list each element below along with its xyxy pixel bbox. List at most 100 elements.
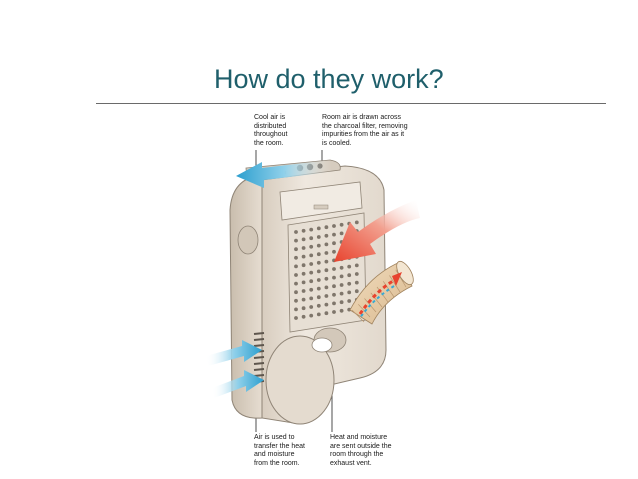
- hose-rib: [358, 304, 371, 318]
- grille-hole: [309, 313, 314, 318]
- side-handle: [237, 225, 259, 255]
- grille-hole: [339, 231, 344, 236]
- grille-hole: [324, 225, 329, 230]
- grille-hole: [332, 224, 336, 228]
- grille-hole: [324, 268, 329, 273]
- grille-hole: [301, 263, 306, 268]
- grille-hole: [309, 305, 314, 309]
- heat-moisture-callout: Heat and moisture are sent outside the r…: [330, 434, 392, 467]
- room-air-callout: Room air is drawn across the charcoal fi…: [322, 114, 408, 147]
- title-divider: [96, 103, 606, 104]
- exhaust-arrowhead: [392, 272, 402, 286]
- intake-arrow-lower: [212, 370, 264, 398]
- grille-hole: [316, 243, 321, 248]
- hose-rib: [351, 309, 365, 323]
- louver-tab: [313, 204, 329, 210]
- intake-arrow-upper: [206, 340, 262, 366]
- grille-hole: [301, 297, 306, 302]
- grille-hole: [354, 289, 359, 294]
- grille-hole: [301, 289, 306, 293]
- grille-hole: [294, 238, 298, 243]
- grille-hole: [294, 264, 298, 269]
- grille-hole: [301, 228, 306, 233]
- top-louver: [279, 181, 363, 221]
- cool-air-out-arrow: [236, 160, 332, 188]
- grille-hole: [309, 270, 314, 275]
- grille-hole: [324, 302, 329, 307]
- grille-hole: [347, 299, 352, 303]
- grille-hole: [339, 300, 344, 305]
- grille-hole: [339, 291, 344, 296]
- grille-hole: [324, 233, 329, 238]
- grille-hole: [339, 274, 344, 279]
- cool-air-callout: Cool air is distributed throughout the r…: [254, 114, 288, 147]
- grille-hole: [301, 237, 306, 242]
- grille-hole: [294, 255, 298, 260]
- grille-hole: [324, 276, 329, 281]
- grille-hole: [294, 247, 298, 252]
- grille-hole: [301, 306, 306, 311]
- grille-hole: [354, 272, 359, 276]
- grille-hole: [316, 252, 321, 257]
- vent-slot: [253, 356, 265, 359]
- grille-hole: [347, 264, 352, 269]
- grille-hole: [294, 316, 298, 320]
- grille-hole: [332, 284, 336, 289]
- grille-hole: [316, 286, 321, 291]
- grille-hole: [309, 262, 314, 266]
- grille-hole: [309, 296, 314, 301]
- grille-hole: [332, 249, 336, 254]
- grille-hole: [324, 242, 329, 247]
- grille-hole: [294, 307, 298, 312]
- grille-hole: [301, 280, 306, 285]
- grille-hole: [316, 295, 321, 300]
- vent-slot: [253, 344, 265, 347]
- grille-hole: [294, 281, 298, 286]
- room-air-arrow: [334, 200, 420, 262]
- vent-slot: [253, 368, 265, 371]
- vent-slot: [253, 332, 265, 335]
- grille-hole: [324, 251, 329, 255]
- grille-hole: [301, 314, 306, 319]
- grille-hole: [347, 281, 352, 286]
- grille-hole: [294, 230, 298, 234]
- hose-rib: [370, 292, 383, 308]
- grille-hole: [339, 283, 344, 287]
- exhaust-return-arrow: [359, 285, 395, 319]
- grille-hole: [309, 244, 314, 249]
- grille-hole: [332, 301, 336, 306]
- grille-hole: [309, 287, 314, 292]
- grille-hole: [301, 271, 306, 276]
- grille-hole: [316, 235, 321, 239]
- grille-hole: [354, 220, 359, 225]
- vent-slot: [253, 362, 265, 365]
- grille-hole: [324, 294, 329, 298]
- grille-hole: [332, 275, 336, 280]
- air-transfer-callout: Air is used to transfer the heat and moi…: [254, 434, 305, 467]
- grille-hole: [316, 312, 321, 317]
- grille-hole: [316, 278, 321, 282]
- grille-hole: [324, 311, 329, 316]
- grille-hole: [309, 253, 314, 258]
- grille-hole: [324, 285, 329, 290]
- grille-hole: [301, 246, 306, 250]
- grille-hole: [332, 241, 336, 246]
- grille-hole: [309, 236, 314, 241]
- drain-cup: [311, 337, 333, 353]
- grille-hole: [316, 303, 321, 308]
- grille-hole: [301, 254, 306, 259]
- grille-hole: [332, 232, 336, 237]
- grille-hole: [354, 263, 359, 268]
- grille-hole: [309, 227, 314, 232]
- grille-hole: [347, 290, 352, 295]
- grille-hole: [339, 222, 344, 227]
- grille-hole: [339, 265, 344, 270]
- grille-hole: [339, 308, 344, 313]
- grille-hole: [354, 280, 359, 285]
- slide-title: How do they work?: [214, 64, 444, 94]
- grille-hole: [332, 267, 336, 271]
- grille-hole: [294, 298, 298, 303]
- grille-hole: [332, 292, 336, 297]
- hose-rib: [389, 275, 401, 293]
